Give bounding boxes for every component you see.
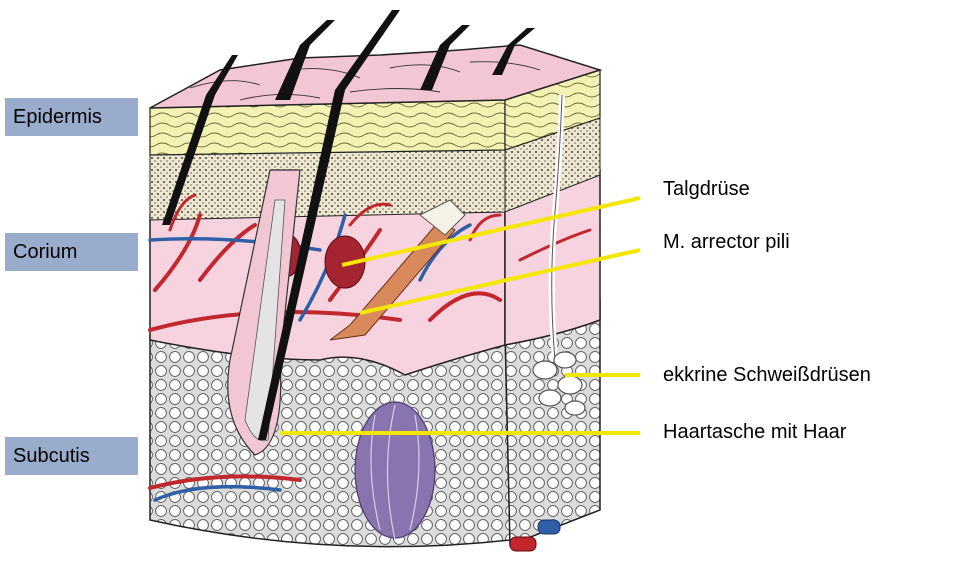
nerve-bundle: [355, 402, 435, 540]
label-subcutis: Subcutis: [5, 437, 138, 475]
callout-haartasche: Haartasche mit Haar: [663, 421, 846, 444]
label-epidermis: Epidermis: [5, 98, 138, 136]
callout-talgdruese: Talgdrüse: [663, 178, 750, 201]
subcutis-layer: [150, 330, 510, 547]
callout-schweissdruesen: ekkrine Schweißdrüsen: [663, 364, 871, 387]
callout-arrector-pili: M. arrector pili: [663, 231, 790, 254]
label-corium: Corium: [5, 233, 138, 271]
